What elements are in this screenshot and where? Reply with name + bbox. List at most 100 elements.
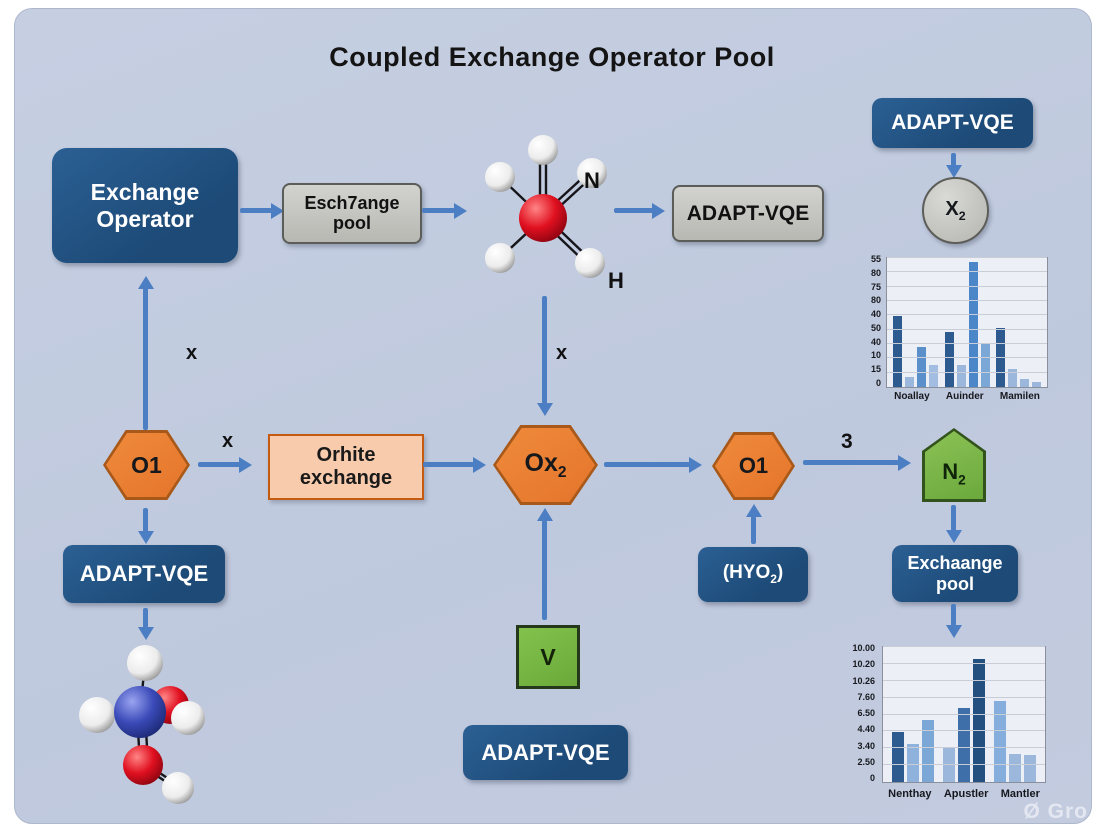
arrow-adaptvqe-to-x2	[945, 153, 962, 178]
o1-right-label: O1	[738, 453, 769, 478]
edge-label-x-o1: x	[222, 430, 234, 452]
hyo2-open: (HYO	[722, 562, 771, 584]
n2-house-shape: N2	[922, 428, 986, 502]
n2-sub: 2	[958, 472, 966, 488]
arrow-adaptvqe-to-molecule-bottom	[137, 608, 154, 640]
chart-bottom-bars	[883, 647, 1045, 782]
bar	[892, 732, 904, 782]
ox2-hexagon: Ox2	[493, 425, 598, 505]
bar	[929, 365, 939, 387]
arrow-orhite-to-ox2	[423, 456, 486, 473]
bar	[956, 365, 966, 387]
bar-group	[893, 258, 939, 387]
bar	[922, 719, 934, 782]
bar	[1031, 381, 1041, 387]
adapt-vqe-bottom-box: ADAPT-VQE	[463, 725, 628, 780]
bar	[917, 347, 927, 387]
adapt-vqe-bottom-label: ADAPT-VQE	[481, 739, 610, 765]
orhite-line1: Orhite	[316, 444, 376, 466]
bar	[905, 376, 915, 387]
adapt-vqe-gray-box: ADAPT-VQE	[672, 185, 824, 242]
bar	[1009, 753, 1021, 782]
bar	[973, 659, 985, 782]
bar-group	[943, 647, 985, 782]
eschrange-pool-box: Esch7ange pool	[282, 183, 422, 244]
arrow-hyo2-to-o1	[745, 504, 762, 544]
edge-label-x-left: x	[186, 342, 198, 364]
eschrange-pool-line2: pool	[333, 212, 371, 233]
chart-bottom-plot-area	[882, 646, 1046, 783]
arrow-o1-to-adaptvqe-left	[137, 508, 154, 544]
exchaange-pool-line2: pool	[936, 573, 974, 594]
adapt-vqe-left-label: ADAPT-VQE	[79, 561, 209, 587]
arrow-o1-to-n2	[803, 454, 911, 471]
orhite-line2: exchange	[299, 467, 393, 489]
bar	[980, 344, 990, 387]
arrow-molecule-to-ox2	[536, 296, 553, 416]
adapt-vqe-gray-label: ADAPT-VQE	[686, 201, 810, 225]
adapt-vqe-left-box: ADAPT-VQE	[63, 545, 225, 603]
bar	[893, 316, 903, 387]
hyo2-sub: 2	[770, 573, 777, 587]
exchange-operator-line2: Operator	[96, 205, 194, 232]
arrow-molecule-to-adaptvqe	[614, 202, 665, 219]
exchange-operator-line1: Exchange	[90, 179, 200, 206]
chart-top-bars	[887, 258, 1047, 387]
exchaange-pool-box: Exchaange pool	[892, 545, 1018, 602]
adapt-vqe-topright-label: ADAPT-VQE	[891, 110, 1014, 134]
o1-left-label: O1	[131, 451, 162, 478]
exchaange-pool-line1: Exchaange	[907, 552, 1003, 573]
chart-top-plot-area	[886, 257, 1048, 388]
arrow-o1-to-exchange-operator	[137, 276, 154, 430]
arrow-n2-to-exchaange-pool	[945, 505, 962, 543]
atom-label-h: H	[608, 268, 624, 293]
arrow-pool-to-chart	[945, 604, 962, 638]
x2-sub: 2	[958, 209, 966, 223]
bar	[995, 327, 1005, 387]
bar-group	[892, 647, 934, 782]
bar-group	[994, 647, 1036, 782]
hyo2-close: )	[776, 562, 784, 584]
edge-label-x-center: x	[556, 342, 568, 364]
bar	[907, 744, 919, 782]
bar	[968, 261, 978, 387]
watermark: Ø Gro	[1023, 800, 1088, 823]
x2-circle: X2	[922, 177, 989, 244]
v-label: V	[540, 643, 556, 670]
arrow-o1-to-orhite	[198, 456, 252, 473]
bar	[1007, 368, 1017, 387]
hyo2-box: (HYO2)	[698, 547, 808, 602]
n2-base: N	[942, 458, 959, 484]
arrow-exchange-to-eschrange	[240, 202, 284, 219]
x2-base: X	[945, 198, 959, 220]
arrow-ox2-to-o1	[604, 456, 702, 473]
ox2-base: Ox	[524, 448, 558, 477]
bar	[958, 707, 970, 782]
molecule-nh-image	[485, 135, 607, 278]
o1-left-hexagon: O1	[103, 430, 190, 500]
atom-label-n: N	[584, 168, 600, 193]
bar	[1019, 379, 1029, 387]
v-square: V	[516, 625, 580, 689]
orhite-exchange-box: Orhite exchange	[268, 434, 424, 500]
arrow-v-to-ox2	[536, 508, 553, 620]
ox2-sub: 2	[557, 463, 567, 481]
diagram-title: Coupled Exchange Operator Pool	[329, 42, 775, 72]
bar	[1024, 755, 1036, 782]
bar	[944, 331, 954, 387]
exchange-operator-box: Exchange Operator	[52, 148, 238, 263]
edge-label-3: 3	[841, 430, 853, 453]
o1-right-hexagon: O1	[712, 432, 795, 500]
bar-group	[995, 258, 1041, 387]
molecule-blue-red-image	[79, 645, 205, 804]
bar	[994, 701, 1006, 782]
bar-group	[944, 258, 990, 387]
arrow-eschrange-to-molecule	[422, 202, 467, 219]
adapt-vqe-topright-box: ADAPT-VQE	[872, 98, 1033, 148]
